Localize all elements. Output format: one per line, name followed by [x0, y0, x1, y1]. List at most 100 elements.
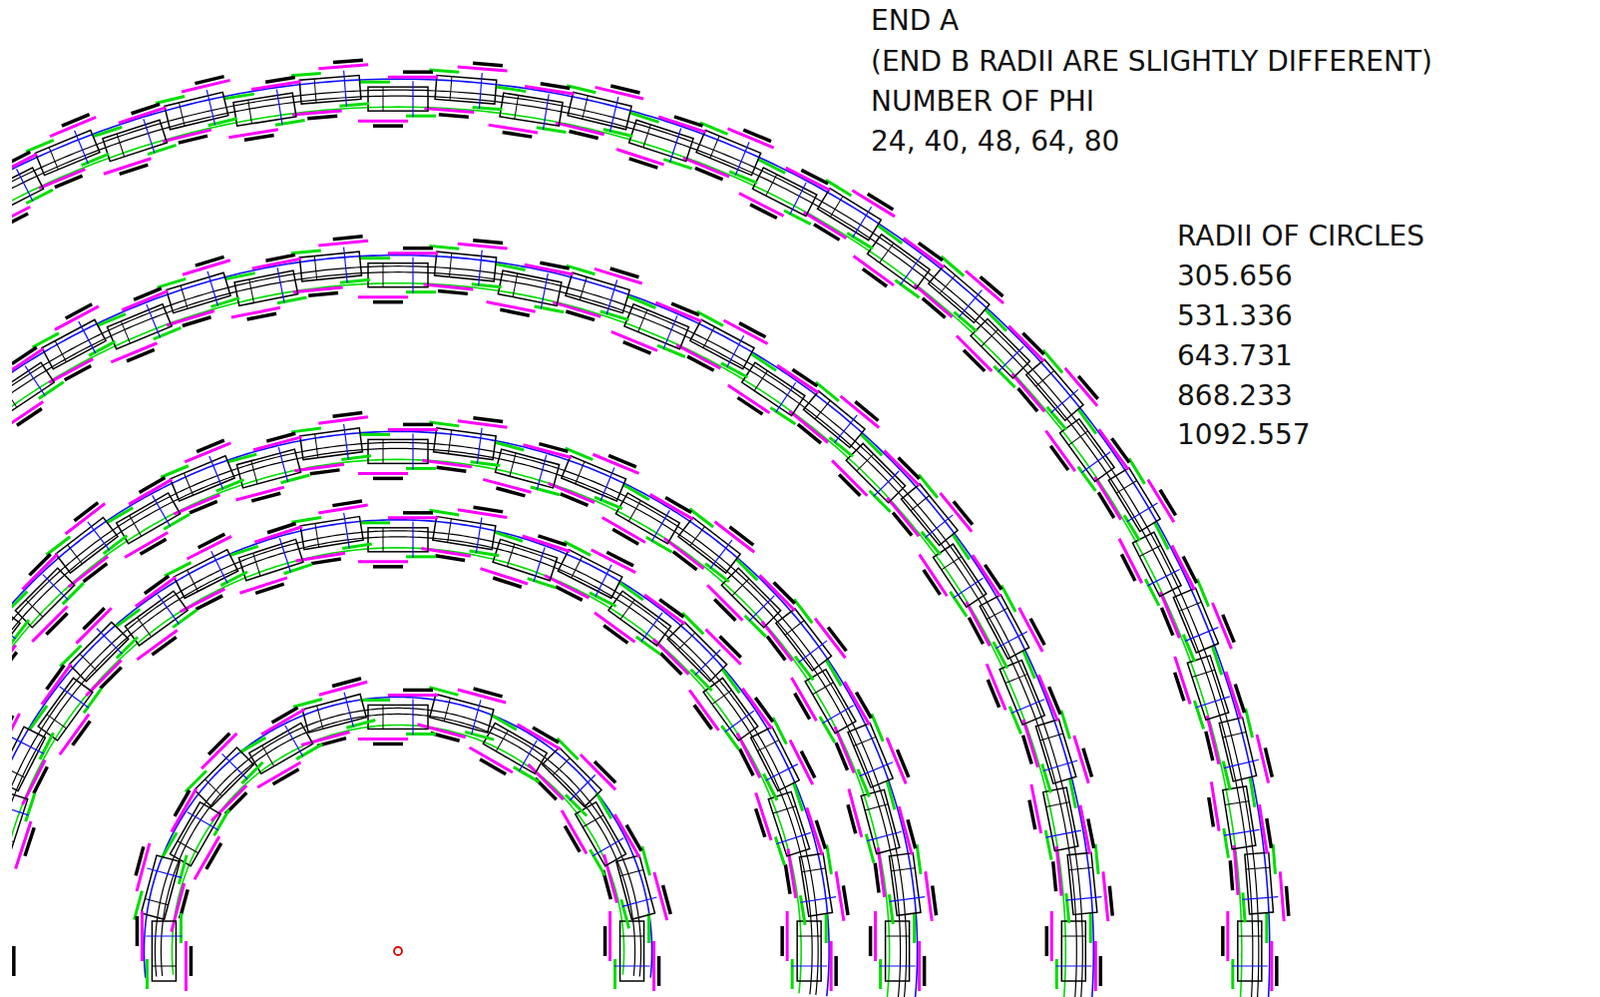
module-frame	[928, 265, 990, 323]
module	[415, 676, 507, 750]
sensor-strip	[1121, 553, 1136, 581]
sensor-strip	[565, 794, 587, 815]
sensor-strip	[721, 363, 748, 378]
sensor-strip	[64, 366, 91, 381]
sensor-strip	[650, 493, 694, 519]
module-divider	[852, 206, 872, 238]
sensor-strip	[966, 601, 991, 646]
sensor-strip	[11, 651, 17, 676]
module-divider	[924, 514, 953, 538]
module	[554, 74, 645, 146]
sensor-strip	[171, 788, 197, 831]
sensor-strip	[178, 135, 208, 143]
sensor-strip	[755, 697, 774, 722]
module-divider	[314, 78, 317, 103]
sensor-strip	[840, 396, 880, 428]
sensor-strip	[838, 473, 860, 495]
sensor-strip	[358, 559, 408, 563]
sensor-strip	[674, 116, 704, 126]
sensor-strip	[569, 130, 599, 138]
sensor-strip	[405, 290, 436, 294]
module-frame	[170, 455, 236, 501]
sensor-strip	[742, 688, 772, 729]
sensor-strip	[405, 732, 436, 736]
module-divider	[749, 595, 775, 621]
sensor-strip	[918, 474, 938, 498]
module-divider	[146, 867, 182, 877]
module	[1041, 401, 1133, 498]
sensor-strip	[628, 296, 657, 308]
radius-value: 643.731	[1177, 339, 1293, 374]
sensor-strip	[373, 564, 403, 569]
module	[11, 591, 38, 688]
sensor-strip	[606, 551, 634, 566]
sensor-strip	[1160, 591, 1180, 638]
module	[883, 466, 976, 563]
sensor-strip	[103, 535, 128, 554]
module	[1026, 774, 1096, 863]
module-divider	[1222, 731, 1246, 738]
sensor-strip	[530, 486, 560, 495]
module	[11, 344, 71, 433]
sensor-strip	[1018, 388, 1038, 411]
module-divider	[278, 446, 288, 482]
sensor-strip	[1001, 585, 1016, 612]
module-divider	[506, 543, 514, 567]
sensor-strip	[502, 131, 533, 137]
sensor-strip	[907, 818, 916, 848]
module-divider	[1005, 673, 1028, 683]
sensor-strip	[99, 667, 121, 689]
sensor-strip	[613, 958, 617, 989]
sensor-strip	[1229, 859, 1232, 890]
sensor-strip	[695, 167, 724, 179]
sensor-strip	[373, 300, 403, 305]
module-frame	[14, 567, 74, 627]
sensor-strip	[1234, 684, 1244, 714]
module-divider	[448, 253, 451, 278]
sensor-strip	[471, 284, 502, 288]
sensor-strip	[178, 854, 187, 884]
sensor-strip	[388, 251, 438, 255]
sensor-strip	[239, 577, 288, 593]
sensor-strip	[740, 748, 755, 776]
sensor-strip	[736, 558, 758, 580]
module-divider	[180, 285, 188, 309]
module-frame	[860, 789, 900, 853]
sensor-strip	[11, 206, 30, 230]
sensor-strip	[1245, 708, 1253, 738]
sensor-strip	[608, 454, 637, 466]
module-divider	[144, 898, 168, 905]
module	[289, 676, 381, 750]
module	[685, 661, 777, 758]
module-divider	[1192, 669, 1215, 677]
sensor-strip	[750, 204, 778, 219]
sensor-strip	[135, 845, 144, 875]
radius-value: 868.233	[1177, 379, 1293, 413]
sensor-strip	[1078, 408, 1097, 433]
module-frame	[797, 920, 821, 981]
sensor-strip	[179, 912, 183, 943]
module	[11, 550, 92, 646]
module	[155, 437, 251, 519]
sensor-strip	[301, 732, 350, 746]
module-divider	[447, 518, 452, 543]
sensor-strip	[1099, 955, 1104, 986]
module-frame	[300, 516, 364, 550]
sensor-strip	[728, 385, 771, 413]
sensor-strip	[770, 406, 796, 424]
sensor-strip	[126, 349, 155, 361]
sensor-strip	[663, 159, 693, 169]
module-divider	[449, 76, 452, 101]
module	[829, 708, 911, 803]
module-divider	[145, 934, 182, 936]
module-divider	[595, 564, 612, 597]
sensor-strip	[420, 548, 470, 557]
sensor-strip	[1088, 818, 1095, 848]
module	[872, 840, 937, 927]
module-divider	[600, 467, 615, 501]
sensor-strip	[479, 759, 506, 775]
sensor-strip	[161, 831, 177, 858]
sensor-strip	[428, 509, 459, 515]
sensor-strip	[564, 825, 580, 852]
sensor-strip	[267, 523, 297, 533]
